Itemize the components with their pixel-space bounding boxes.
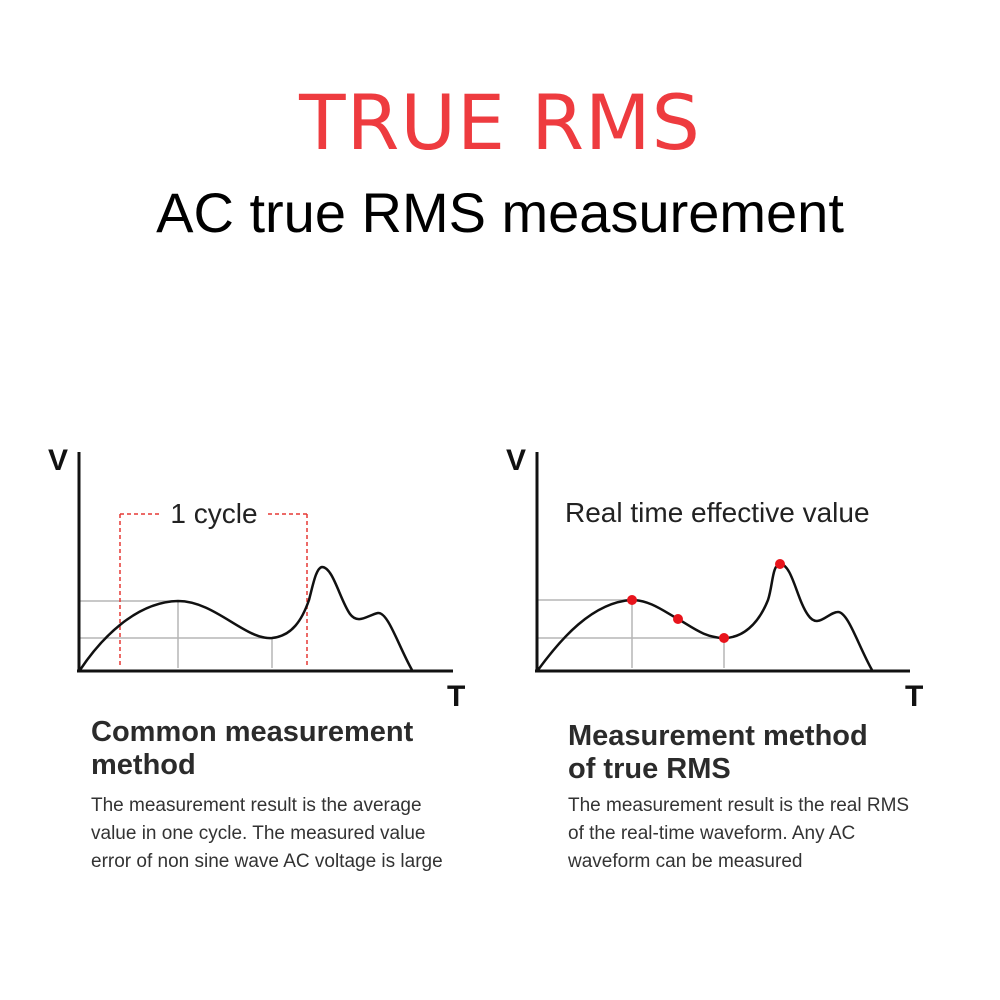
common-method-heading-line-2: method bbox=[91, 749, 196, 781]
true-rms-method-description-line-2: of the real-time waveform. Any AC bbox=[568, 823, 856, 844]
true-rms-method-description-line-3: waveform can be measured bbox=[568, 851, 803, 872]
right-diagram: Real time effective value V T bbox=[506, 444, 923, 713]
common-method-description-line-2: value in one cycle. The measured value bbox=[91, 823, 426, 844]
common-method-heading-line-1: Common measurement bbox=[91, 716, 414, 748]
cycle-label: 1 cycle bbox=[170, 498, 257, 529]
true-rms-method-description-line-1: The measurement result is the real RMS bbox=[568, 795, 910, 816]
right-waveform bbox=[536, 562, 874, 671]
true-rms-method-description: The measurement result is the real RMS o… bbox=[568, 792, 909, 876]
page-subtitle: AC true RMS measurement bbox=[156, 181, 844, 244]
common-method-description-line-1: The measurement result is the average bbox=[91, 795, 422, 816]
true-rms-method-heading: Measurement method of true RMS bbox=[568, 720, 868, 786]
sample-point-spike bbox=[775, 559, 785, 569]
right-y-axis-label: V bbox=[506, 444, 526, 477]
sample-point-peak bbox=[627, 595, 637, 605]
page-title: TRUE RMS bbox=[299, 78, 701, 167]
true-rms-method-heading-line-1: Measurement method bbox=[568, 720, 868, 752]
common-method-description-line-3: error of non sine wave AC voltage is lar… bbox=[91, 851, 443, 872]
common-method-description: The measurement result is the average va… bbox=[91, 792, 443, 876]
sample-point-trough bbox=[719, 633, 729, 643]
left-waveform bbox=[78, 565, 414, 671]
left-y-axis-label: V bbox=[48, 444, 68, 477]
left-diagram: 1 cycle V T bbox=[48, 444, 465, 713]
real-time-caption: Real time effective value bbox=[565, 497, 870, 528]
common-method-heading: Common measurement method bbox=[91, 716, 413, 782]
sample-point-descent bbox=[673, 614, 683, 624]
left-x-axis-label: T bbox=[447, 680, 465, 713]
true-rms-method-heading-line-2: of true RMS bbox=[568, 753, 731, 785]
right-x-axis-label: T bbox=[905, 680, 923, 713]
